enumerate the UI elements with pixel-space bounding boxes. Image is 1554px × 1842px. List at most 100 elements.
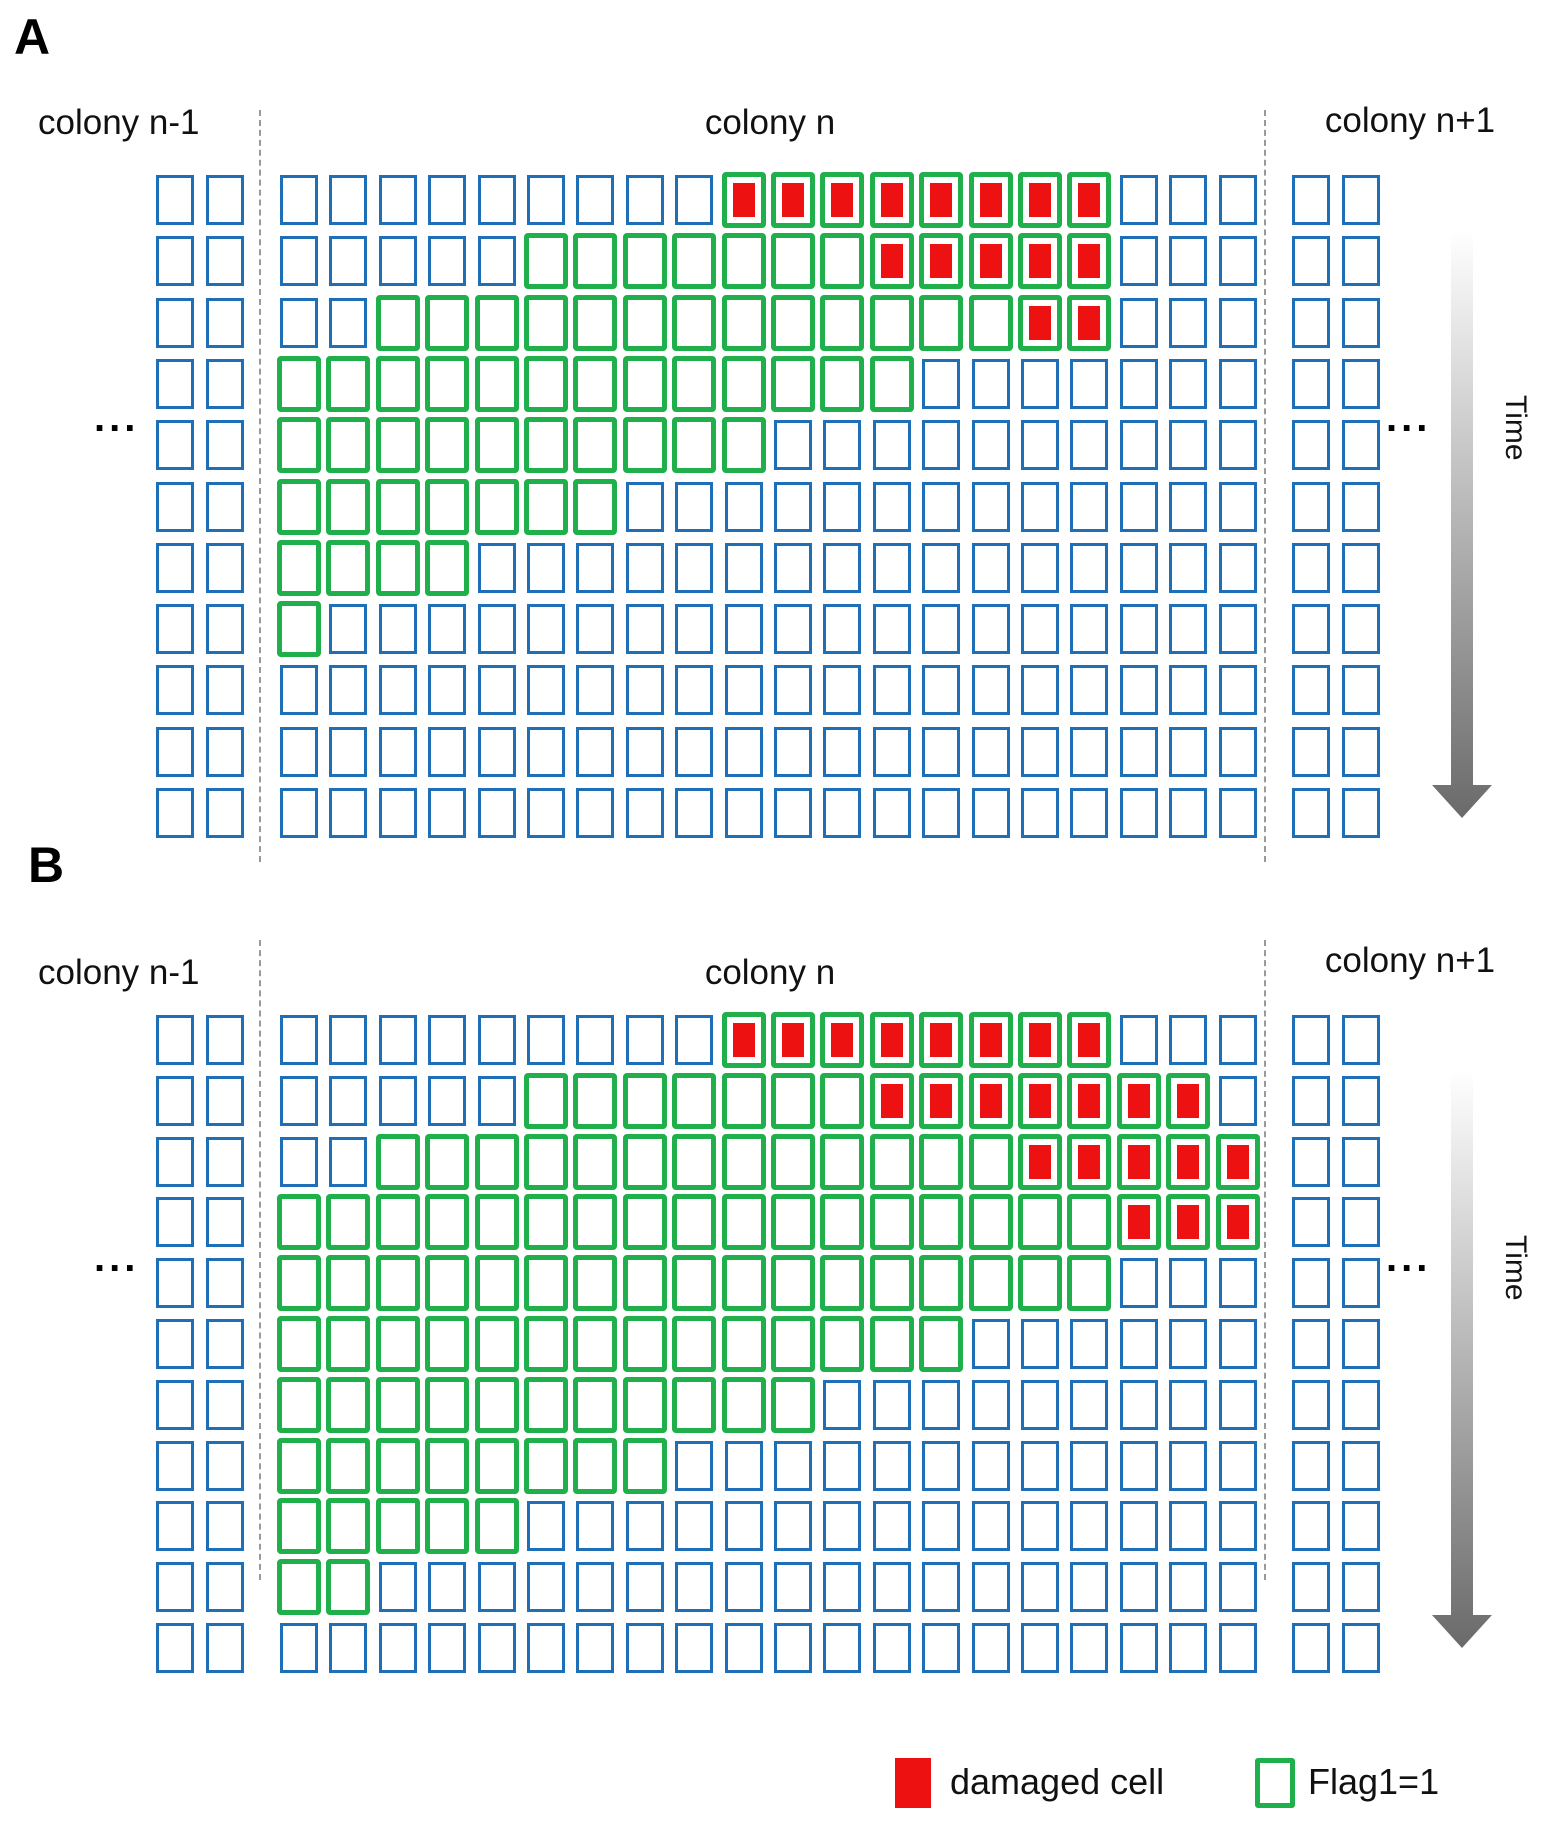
- damaged-fill: [1078, 244, 1101, 279]
- cell: [872, 1501, 911, 1552]
- damaged-fill: [1029, 1083, 1051, 1118]
- flagged-cell: [820, 1072, 865, 1129]
- damaged-cell: [919, 233, 964, 290]
- cell: [1292, 1258, 1330, 1309]
- cell: [280, 236, 318, 287]
- damaged-fill: [1127, 1144, 1150, 1179]
- flagged-cell: [425, 355, 470, 412]
- cell: [872, 1379, 911, 1430]
- flagged-cell: [771, 1133, 815, 1190]
- cell: [280, 1623, 318, 1673]
- cell: [329, 236, 368, 287]
- cell: [922, 1562, 961, 1613]
- damaged-cell: [1018, 1012, 1062, 1068]
- cell: [1070, 420, 1109, 471]
- damaged-cell: [869, 233, 914, 290]
- cell: [1169, 1319, 1208, 1369]
- cell: [1070, 726, 1109, 777]
- cell: [823, 604, 862, 655]
- damaged-fill: [1078, 1023, 1101, 1057]
- cell: [922, 604, 961, 655]
- cell: [206, 542, 244, 593]
- damaged-fill: [1078, 1083, 1101, 1118]
- flagged-cell: [524, 478, 568, 535]
- damaged-cell: [1116, 1072, 1161, 1129]
- cell: [428, 1623, 467, 1673]
- cell: [1292, 1075, 1330, 1126]
- damaged-fill: [1226, 1205, 1249, 1240]
- flagged-cell: [524, 1194, 568, 1251]
- cell: [922, 1623, 961, 1673]
- flagged-cell: [968, 1255, 1013, 1312]
- cell: [156, 358, 194, 409]
- cell: [1292, 665, 1330, 716]
- flagged-cell: [968, 1194, 1013, 1251]
- cell: [156, 726, 194, 777]
- cell: [1292, 481, 1330, 532]
- cell: [1021, 1501, 1059, 1552]
- cell: [1292, 788, 1330, 838]
- cell: [922, 481, 961, 532]
- damaged-cell: [1067, 233, 1112, 290]
- cell: [527, 1501, 565, 1552]
- cell: [576, 726, 615, 777]
- cell: [774, 788, 812, 838]
- flagged-cell: [375, 355, 420, 412]
- cell: [1218, 297, 1257, 348]
- damaged-cell: [919, 1072, 964, 1129]
- cell: [1218, 1501, 1257, 1552]
- cell: [1342, 1501, 1380, 1552]
- damaged-fill: [782, 183, 804, 217]
- cell: [206, 1258, 244, 1309]
- cell: [1070, 542, 1109, 593]
- cell: [1119, 297, 1158, 348]
- cell: [206, 665, 244, 716]
- damaged-fill: [979, 244, 1002, 279]
- cell: [823, 726, 862, 777]
- cell: [428, 788, 467, 838]
- cell: [1119, 788, 1158, 838]
- cell: [1169, 1501, 1208, 1552]
- cell: [156, 420, 194, 471]
- flagged-cell: [573, 1437, 618, 1494]
- cell: [1021, 1623, 1059, 1673]
- cell: [625, 726, 664, 777]
- cell: [625, 1015, 664, 1065]
- ellipsis-right: ...: [1386, 396, 1432, 440]
- flagged-cell: [622, 233, 667, 290]
- cell: [329, 788, 368, 838]
- flagged-cell: [375, 539, 420, 596]
- cell: [1292, 358, 1330, 409]
- cell: [1021, 1562, 1059, 1613]
- colony-divider-right: [1264, 940, 1266, 1580]
- cell: [1218, 1379, 1257, 1430]
- cell: [872, 1440, 911, 1491]
- cell: [1169, 1258, 1208, 1309]
- cell: [576, 175, 615, 225]
- cell: [428, 236, 467, 287]
- cell: [280, 1075, 318, 1126]
- cell: [206, 1319, 244, 1369]
- damaged-cell: [1018, 1133, 1062, 1190]
- cell: [1342, 420, 1380, 471]
- cell: [823, 788, 862, 838]
- cell: [971, 1440, 1010, 1491]
- flagged-cell: [573, 478, 618, 535]
- colony-middle-label: colony n: [704, 103, 836, 142]
- damaged-cell: [1067, 172, 1112, 228]
- cell: [378, 1623, 417, 1673]
- cell: [378, 175, 417, 225]
- cell: [280, 1015, 318, 1065]
- cell: [1119, 1379, 1158, 1430]
- flagged-cell: [820, 1133, 865, 1190]
- cell: [329, 665, 368, 716]
- cell: [1021, 1379, 1059, 1430]
- flagged-cell: [672, 417, 717, 474]
- damaged-fill: [979, 1023, 1002, 1057]
- cell: [206, 1562, 244, 1613]
- cell: [971, 665, 1010, 716]
- cell: [428, 175, 467, 225]
- cell: [1169, 297, 1208, 348]
- cell: [576, 1015, 615, 1065]
- cell: [1218, 726, 1257, 777]
